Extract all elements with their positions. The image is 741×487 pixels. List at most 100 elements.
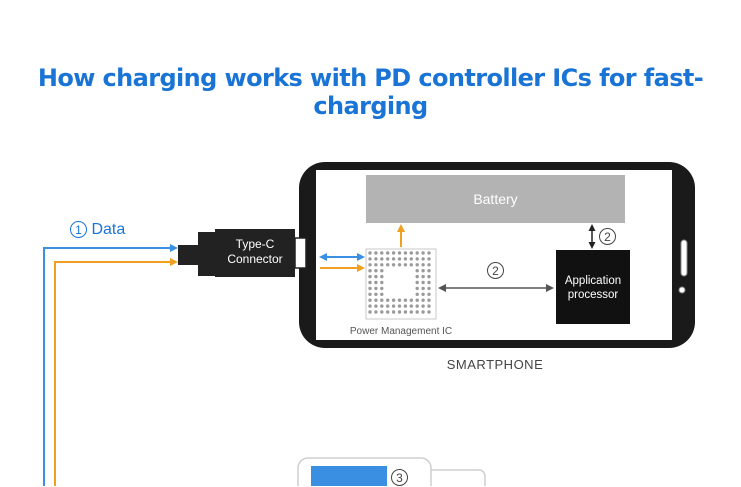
pmic-pin-dot — [415, 286, 419, 291]
pmic-pin-dot — [368, 251, 372, 255]
data-line-arrow — [43, 244, 178, 486]
pmic-pin-dot — [374, 292, 378, 296]
pmic-pin-dot — [380, 257, 384, 261]
pmic-pin-dot — [415, 298, 419, 302]
pmic-pin-dot — [421, 286, 425, 291]
pmic-pin-dot — [421, 310, 425, 314]
pmic-pin-dot — [386, 310, 390, 314]
pmic-pin-dot — [409, 257, 413, 261]
pmic-pin-dot — [368, 280, 372, 285]
pmic-pin-dot — [427, 251, 431, 255]
pmic-pin-dot — [374, 251, 378, 255]
data-label: 1 Data — [70, 221, 125, 239]
pmic-pin-dot — [368, 263, 372, 267]
pmic-pin-dot — [391, 310, 396, 314]
application-processor-chip — [556, 250, 630, 324]
pmic-pin-dot — [427, 274, 431, 279]
pmic-label: Power Management IC — [349, 326, 453, 337]
pmic-pin-dot — [421, 263, 425, 267]
pmic-pin-dot — [368, 304, 372, 308]
pmic-pin-dot — [427, 257, 431, 261]
pmic-pin-dot — [374, 257, 378, 261]
ap-label-line2: processor — [567, 289, 619, 301]
ap-label: Application processor — [556, 274, 630, 302]
pmic-pin-dot — [397, 310, 402, 314]
marker-2-icon: 2 — [599, 228, 616, 246]
pmic-pin-dot — [409, 263, 413, 267]
pmic-pin-dot — [421, 304, 425, 308]
pmic-pin-dot — [368, 310, 372, 314]
pmic-pin-dot — [415, 280, 419, 285]
type-c-label: Type-C Connector — [215, 237, 295, 267]
pmic-pin-dot — [380, 269, 384, 273]
pmic-pin-dot — [421, 280, 425, 285]
pmic-pin-dot — [374, 280, 378, 285]
pmic-pin-dot — [427, 286, 431, 291]
type-c-label-line2: Connector — [227, 252, 283, 266]
pmic-pin-dot — [403, 304, 408, 308]
marker-1: 1 — [70, 221, 87, 239]
battery-label: Battery — [473, 191, 518, 207]
pmic-pin-dot — [380, 251, 384, 255]
pmic-pin-dot — [386, 298, 390, 302]
ap-label-line1: Application — [564, 275, 622, 287]
pmic-pin-dot — [403, 310, 408, 314]
pmic-pin-dot — [380, 304, 384, 308]
charger-screen — [311, 466, 387, 486]
pmic-pin-dot — [409, 304, 413, 308]
marker-3-icon: 3 — [391, 469, 408, 487]
diagram-title: How charging works with PD controller IC… — [37, 64, 704, 120]
type-c-connector — [178, 229, 307, 277]
pmic-pin-dot — [397, 298, 402, 302]
pmic-pin-dot — [397, 263, 402, 267]
type-c-label-line1: Type-C — [235, 237, 275, 251]
pmic-pin-dot — [403, 251, 408, 255]
pmic-pin-dot — [391, 263, 396, 267]
pmic-pin-dot — [374, 310, 378, 314]
pmic-pin-dot — [386, 263, 390, 267]
pmic-pin-dot — [415, 304, 419, 308]
pmic-pin-dot — [391, 251, 396, 255]
pmic-pin-dot — [415, 274, 419, 279]
charger-device — [297, 457, 486, 486]
pmic-pin-dot — [374, 263, 378, 267]
marker-2-icon: 2 — [487, 262, 504, 280]
pmic-pin-dot — [374, 286, 378, 291]
pmic-pin-dot — [427, 310, 431, 314]
pmic-pin-dot — [368, 298, 372, 302]
pmic-pin-dot — [397, 251, 402, 255]
pmic-pin-dot — [368, 257, 372, 261]
pmic-pin-dot — [427, 280, 431, 285]
pmic-pin-dot — [415, 251, 419, 255]
pmic-pin-dot — [415, 263, 419, 267]
pmic-pin-dot — [391, 257, 396, 261]
pmic-pin-dot — [421, 298, 425, 302]
phone-speaker-slot — [680, 239, 688, 277]
pmic-pin-dot — [374, 304, 378, 308]
pmic-pin-dot — [380, 298, 384, 302]
pmic-pin-dot — [403, 257, 408, 261]
pmic-pin-dot — [427, 292, 431, 296]
pmic-pin-dot — [421, 292, 425, 296]
pmic-pin-dot — [368, 292, 372, 296]
pmic-pin-dot — [421, 251, 425, 255]
pmic-pin-dot — [409, 251, 413, 255]
pmic-pin-dot — [374, 298, 378, 302]
pmic-pin-dot — [368, 274, 372, 279]
phone-camera-dot — [678, 286, 686, 294]
pmic-pin-dot — [397, 304, 402, 308]
pmic-pin-dot — [403, 263, 408, 267]
pmic-pin-dot — [409, 310, 413, 314]
pmic-pin-dot — [421, 269, 425, 273]
pmic-pin-dot — [380, 292, 384, 296]
pmic-pin-dot — [386, 251, 390, 255]
pmic-pin-dot — [415, 269, 419, 273]
pmic-pin-dot — [391, 304, 396, 308]
pmic-pin-dot — [421, 257, 425, 261]
pmic-pin-dot — [415, 292, 419, 296]
pmic-pin-dot — [391, 298, 396, 302]
pmic-pin-dot — [397, 257, 402, 261]
battery-box — [366, 175, 625, 223]
pmic-pin-dot — [374, 274, 378, 279]
